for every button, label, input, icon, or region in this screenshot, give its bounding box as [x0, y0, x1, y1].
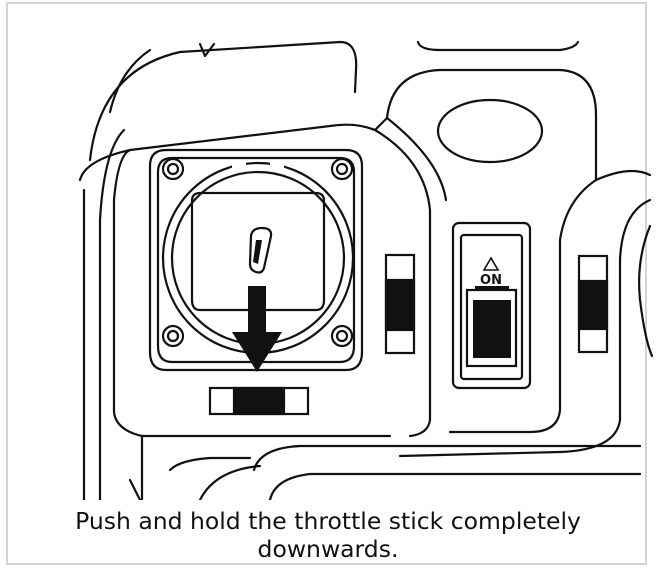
left-trim-indicator: [384, 253, 416, 355]
caption-line-1: Push and hold the throttle stick complet…: [75, 507, 581, 535]
arrow-down-icon: [232, 286, 282, 372]
right-trim-indicator: [577, 254, 609, 354]
caption-line-2: downwards.: [257, 535, 399, 563]
triangle-warning-icon: [482, 256, 500, 271]
power-switch[interactable]: [451, 221, 532, 390]
transmitter-illustration: ON: [78, 40, 654, 500]
throttle-trim-indicator: [208, 386, 310, 416]
power-switch-label: ON: [480, 273, 502, 288]
instruction-caption: Push and hold the throttle stick complet…: [0, 507, 656, 563]
throttle-stick: [248, 226, 273, 274]
